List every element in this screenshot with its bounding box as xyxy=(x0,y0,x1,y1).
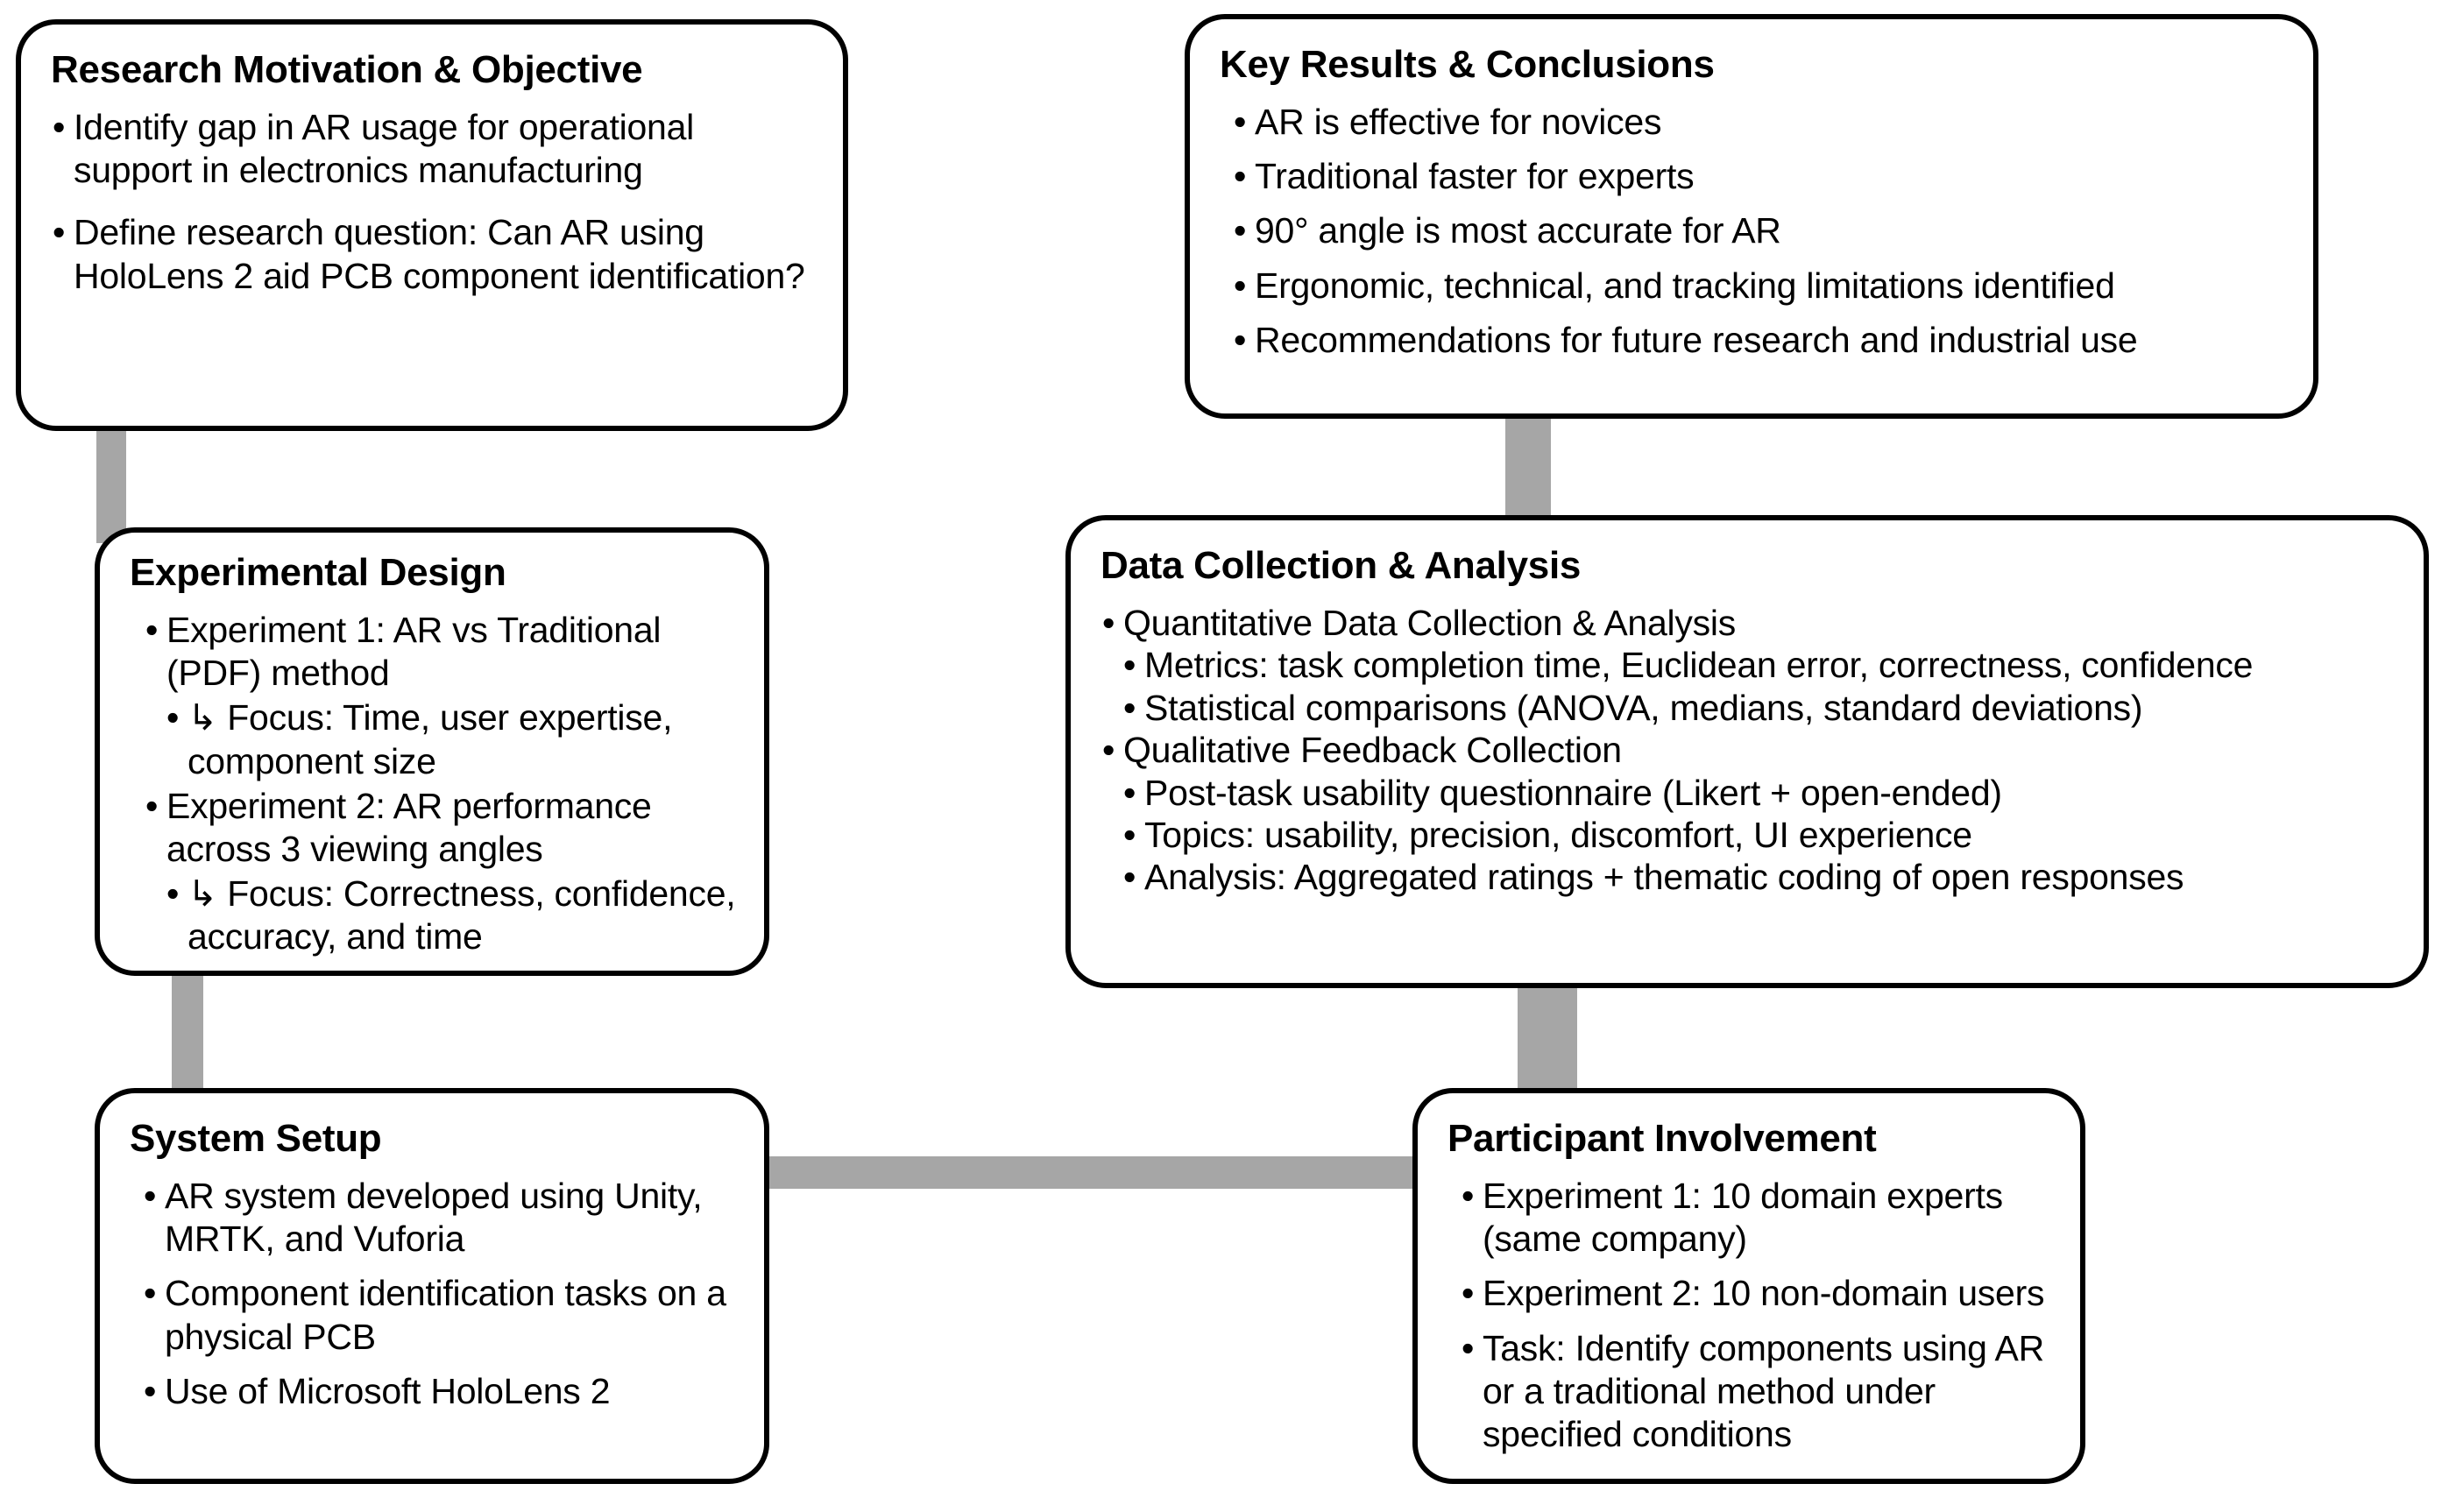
bullet-list: Identify gap in AR usage for operational… xyxy=(51,106,817,298)
list-item: ↳ Focus: Time, user expertise, component… xyxy=(165,696,738,782)
bullet-list: AR system developed using Unity, MRTK, a… xyxy=(142,1175,738,1413)
connector-experimental-design-to-system-setup xyxy=(172,972,203,1104)
list-item: Traditional faster for experts xyxy=(1232,155,2287,198)
list-item: Identify gap in AR usage for operational… xyxy=(51,106,817,192)
list-item: Experiment 2: AR performance across 3 vi… xyxy=(144,785,738,871)
list-item: Topics: usability, precision, discomfort… xyxy=(1122,814,2397,858)
list-item: Statistical comparisons (ANOVA, medians,… xyxy=(1122,687,2397,731)
connector-participant-involvement-to-data-collection xyxy=(1518,972,1577,1104)
list-item: Quantitative Data Collection & Analysis xyxy=(1101,602,2397,646)
list-item: Experiment 1: AR vs Traditional (PDF) me… xyxy=(144,609,738,695)
node-title: Research Motivation & Objective xyxy=(51,48,643,91)
list-item: ↳ Focus: Correctness, confidence, accura… xyxy=(165,873,738,958)
list-item: Qualitative Feedback Collection xyxy=(1101,729,2397,773)
node-title: Key Results & Conclusions xyxy=(1220,43,1715,86)
node-research-motivation-objective[interactable]: Research Motivation & Objective Identify… xyxy=(16,19,848,431)
list-item: Post-task usability questionnaire (Liker… xyxy=(1122,772,2397,816)
list-item: AR system developed using Unity, MRTK, a… xyxy=(142,1175,738,1261)
connector-data-collection-to-key-results xyxy=(1505,403,1551,534)
connector-motivation-to-experimental-design xyxy=(96,412,126,543)
node-participant-involvement[interactable]: Participant Involvement Experiment 1: 10… xyxy=(1412,1088,2085,1484)
node-data-collection-analysis[interactable]: Data Collection & Analysis Quantitative … xyxy=(1065,515,2429,988)
list-item: Ergonomic, technical, and tracking limit… xyxy=(1232,265,2287,307)
list-item: Recommendations for future research and … xyxy=(1232,319,2287,362)
connector-system-setup-to-participant-involvement xyxy=(762,1156,1428,1189)
list-item: Analysis: Aggregated ratings + thematic … xyxy=(1122,856,2397,900)
node-key-results-conclusions[interactable]: Key Results & Conclusions AR is effectiv… xyxy=(1185,14,2318,419)
node-title: Experimental Design xyxy=(130,551,506,594)
list-item: Component identification tasks on a phys… xyxy=(142,1272,738,1358)
bullet-list: Experiment 1: 10 domain experts (same co… xyxy=(1460,1175,2054,1456)
list-item: Metrics: task completion time, Euclidean… xyxy=(1122,644,2397,688)
list-item: Task: Identify components using AR or a … xyxy=(1460,1327,2054,1457)
list-item: Experiment 2: 10 non-domain users xyxy=(1460,1272,2054,1315)
list-item: 90° angle is most accurate for AR xyxy=(1232,209,2287,252)
bullet-list: Quantitative Data Collection & Analysis … xyxy=(1101,602,2397,900)
node-title: System Setup xyxy=(130,1117,382,1160)
node-title: Participant Involvement xyxy=(1447,1117,1877,1160)
list-item: Use of Microsoft HoloLens 2 xyxy=(142,1370,738,1413)
node-title: Data Collection & Analysis xyxy=(1101,544,1582,587)
list-item: AR is effective for novices xyxy=(1232,101,2287,144)
list-item: Experiment 1: 10 domain experts (same co… xyxy=(1460,1175,2054,1261)
node-system-setup[interactable]: System Setup AR system developed using U… xyxy=(95,1088,769,1484)
bullet-list: Experiment 1: AR vs Traditional (PDF) me… xyxy=(144,609,738,959)
bullet-list: AR is effective for novices Traditional … xyxy=(1232,101,2287,362)
list-item: Define research question: Can AR using H… xyxy=(51,211,817,297)
node-experimental-design[interactable]: Experimental Design Experiment 1: AR vs … xyxy=(95,527,769,976)
